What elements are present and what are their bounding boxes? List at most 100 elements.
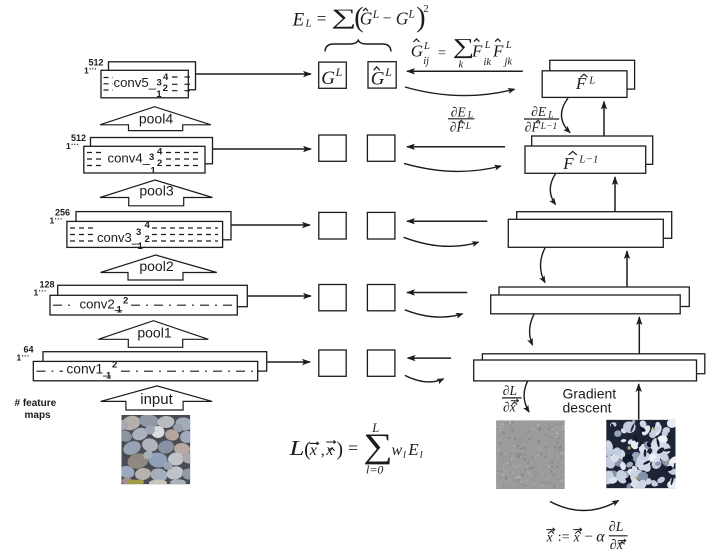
svg-text:x: x xyxy=(325,442,333,459)
svg-text:F: F xyxy=(471,42,483,61)
svg-text:∑: ∑ xyxy=(331,5,356,29)
svg-text:descent: descent xyxy=(563,399,612,415)
svg-text:1: 1 xyxy=(151,165,157,176)
svg-text:L: L xyxy=(484,40,491,51)
svg-text:F: F xyxy=(492,42,504,61)
svg-text:l=0: l=0 xyxy=(366,463,383,477)
svg-text:# feature: # feature xyxy=(15,398,57,409)
svg-text:maps: maps xyxy=(25,410,52,421)
svg-text:−: − xyxy=(585,529,593,545)
svg-text:,: , xyxy=(321,442,325,459)
svg-text:L−1: L−1 xyxy=(578,153,598,165)
svg-text:∂x: ∂x xyxy=(610,538,624,553)
svg-text:ik: ik xyxy=(484,57,492,68)
svg-text:): ) xyxy=(336,439,343,461)
svg-text:L: L xyxy=(547,110,553,120)
svg-text:1: 1 xyxy=(156,89,162,100)
svg-text:E: E xyxy=(292,10,305,31)
svg-text:conv3_: conv3_ xyxy=(97,230,140,245)
svg-text:L: L xyxy=(335,65,343,79)
svg-text:jk: jk xyxy=(503,56,513,67)
svg-text:2: 2 xyxy=(157,158,162,169)
svg-text:Gradient: Gradient xyxy=(563,386,617,402)
svg-text:input: input xyxy=(140,391,173,408)
svg-text:G: G xyxy=(411,42,423,61)
svg-text:): ) xyxy=(416,2,425,33)
svg-text:(: ( xyxy=(354,2,363,33)
svg-text:ij: ij xyxy=(423,56,429,67)
svg-text:∂L: ∂L xyxy=(609,520,624,535)
svg-text:2: 2 xyxy=(112,359,117,370)
svg-text:∂F: ∂F xyxy=(450,120,466,135)
svg-text:1: 1 xyxy=(50,215,55,225)
svg-text:L: L xyxy=(465,122,471,132)
svg-text:pool2: pool2 xyxy=(139,258,173,274)
svg-text:conv5_: conv5_ xyxy=(114,75,157,90)
svg-text:1: 1 xyxy=(138,241,144,252)
svg-text:1: 1 xyxy=(17,352,22,362)
svg-text:∂E: ∂E xyxy=(451,104,467,119)
svg-text:L: L xyxy=(305,17,312,29)
svg-text:x: x xyxy=(309,442,317,459)
svg-text:∑: ∑ xyxy=(363,427,393,465)
svg-text:=: = xyxy=(438,46,446,61)
svg-text:=: = xyxy=(317,9,327,28)
svg-text:512: 512 xyxy=(89,58,104,68)
svg-text:128: 128 xyxy=(40,279,55,289)
svg-text:conv1_: conv1_ xyxy=(66,362,111,377)
svg-text:2: 2 xyxy=(145,234,150,245)
svg-text:2: 2 xyxy=(423,3,429,15)
svg-text:x: x xyxy=(573,530,580,545)
svg-text:L: L xyxy=(467,111,473,121)
svg-text:512: 512 xyxy=(71,133,86,143)
svg-text:∂x: ∂x xyxy=(503,400,516,415)
svg-text:G: G xyxy=(371,68,385,89)
svg-text:L: L xyxy=(371,421,379,435)
svg-text:w: w xyxy=(392,442,403,459)
svg-text:···: ··· xyxy=(55,214,63,223)
svg-text:1: 1 xyxy=(117,304,123,315)
svg-text:α: α xyxy=(596,529,605,546)
svg-text:···: ··· xyxy=(89,65,97,74)
svg-text:···: ··· xyxy=(22,351,30,360)
svg-text:G: G xyxy=(396,8,409,28)
svg-text:pool4: pool4 xyxy=(139,110,173,126)
svg-text:L: L xyxy=(588,74,595,86)
svg-text:4: 4 xyxy=(163,72,169,83)
svg-text:···: ··· xyxy=(71,140,79,149)
svg-text:F: F xyxy=(575,74,587,93)
svg-text:3: 3 xyxy=(157,78,162,89)
svg-text:3: 3 xyxy=(149,152,154,163)
svg-text:l: l xyxy=(403,450,406,461)
svg-text:2: 2 xyxy=(163,83,168,94)
svg-text:k: k xyxy=(459,60,464,71)
svg-text:64: 64 xyxy=(24,344,34,354)
svg-text:=: = xyxy=(348,438,358,458)
svg-text:x: x xyxy=(546,530,553,545)
svg-text:G: G xyxy=(321,68,335,89)
svg-text:∂F: ∂F xyxy=(525,120,541,135)
svg-text:F: F xyxy=(562,154,574,173)
svg-text:L: L xyxy=(505,40,512,51)
svg-text:4: 4 xyxy=(145,220,151,231)
svg-text:1: 1 xyxy=(84,66,89,76)
svg-text:···: ··· xyxy=(39,286,47,295)
svg-text:E: E xyxy=(407,440,419,459)
svg-text:L: L xyxy=(372,9,379,21)
svg-text:conv2_: conv2_ xyxy=(80,297,123,312)
svg-text:4: 4 xyxy=(157,146,163,157)
svg-text:(: ( xyxy=(304,439,311,461)
svg-text:pool1: pool1 xyxy=(137,324,171,340)
svg-text:L: L xyxy=(288,438,304,461)
svg-text::=: := xyxy=(558,530,570,545)
svg-text:∂L: ∂L xyxy=(503,383,517,398)
svg-text:∑: ∑ xyxy=(453,34,475,59)
svg-text:l: l xyxy=(420,450,423,461)
svg-text:3: 3 xyxy=(136,227,141,238)
svg-text:pool3: pool3 xyxy=(139,182,173,198)
svg-text:256: 256 xyxy=(55,207,70,217)
svg-text:L−1: L−1 xyxy=(540,122,557,132)
svg-text:−: − xyxy=(383,10,392,27)
svg-text:L: L xyxy=(408,9,415,21)
svg-text:1: 1 xyxy=(106,370,112,381)
